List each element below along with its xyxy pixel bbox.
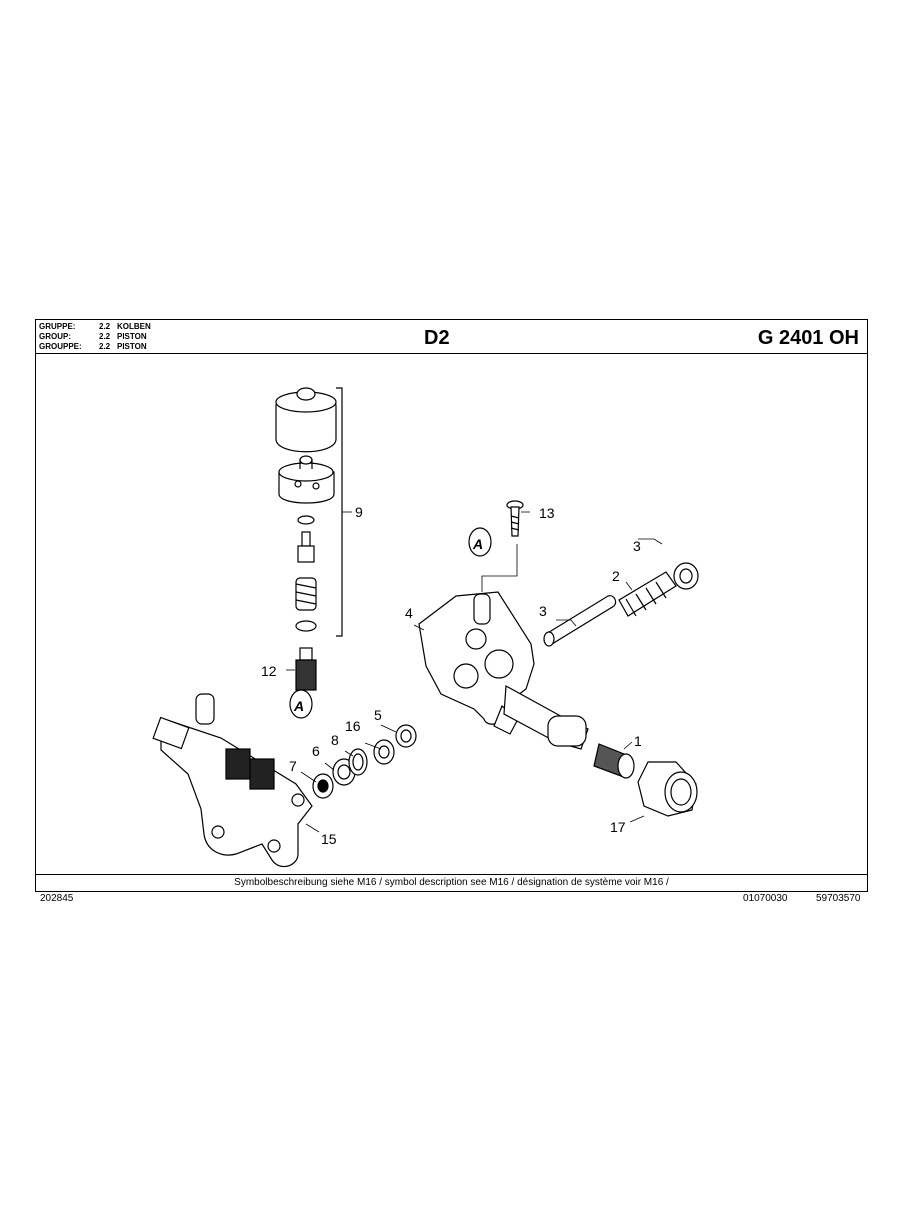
order-number: 59703570 [816,893,861,904]
document-number: 202845 [40,893,74,904]
callout-6: 6 [312,743,320,759]
callout-17: 17 [610,819,626,835]
exploded-drawing: 9 12 13 3 2 3 4 5 16 8 6 7 15 1 17 A A [36,354,867,875]
connector-part [503,685,589,750]
manifold-part [152,693,313,868]
callout-7: 7 [289,758,297,774]
group-key: GRUPPE: [39,322,76,331]
group-num: 2.2 [99,332,111,341]
retainer-part [673,562,699,590]
group-name: PISTON [117,342,147,351]
pin-part [543,595,617,647]
callout-3: 3 [539,603,547,619]
group-key: GROUP: [39,332,71,341]
marker-a-label: A [472,536,483,552]
o-ring-part [297,515,315,525]
group-name: KOLBEN [117,322,151,331]
spring-part [618,571,677,617]
section-code: D2 [424,327,450,349]
marker-a [289,689,313,719]
callout-3: 3 [633,538,641,554]
callout-8: 8 [331,732,339,748]
callout-5: 5 [374,707,382,723]
piston-cap-part [275,387,337,453]
valve-stem-part [297,531,315,563]
valve-insert-part [295,647,317,691]
callout-12: 12 [261,663,277,679]
group-info: GRUPPE: 2.2 KOLBEN GROUP: 2.2 PISTON GRO… [39,322,151,352]
group-num: 2.2 [99,342,111,351]
sheet-header: GRUPPE: 2.2 KOLBEN GROUP: 2.2 PISTON GRO… [36,320,867,354]
group-row-fr: GROUPPE: 2.2 PISTON [39,342,151,352]
screw-part [506,500,524,537]
callout-1: 1 [634,733,642,749]
model-name: G 2401 OH [757,327,859,349]
seal-part-8 [348,748,368,776]
callout-16: 16 [345,718,361,734]
group-row-de: GRUPPE: 2.2 KOLBEN [39,322,151,332]
marker-a [468,527,492,557]
seal-part-7 [312,773,334,799]
symbol-note: Symbolbeschreibung siehe M16 / symbol de… [36,874,867,891]
marker-a-label: A [293,698,304,714]
group-row-en: GROUP: 2.2 PISTON [39,332,151,342]
callout-13: 13 [539,505,555,521]
o-ring-part [295,620,317,632]
valve-spring-part [295,577,317,611]
drawing-svg: 9 12 13 3 2 3 4 5 16 8 6 7 15 1 17 A A [152,387,699,868]
group-num: 2.2 [99,322,111,331]
nut-part [637,761,698,817]
group-name: PISTON [117,332,147,341]
seal-part-16 [373,739,395,765]
callout-15: 15 [321,831,337,847]
seal-part-5 [395,724,417,748]
group-key: GROUPPE: [39,342,82,351]
parts-sheet: GRUPPE: 2.2 KOLBEN GROUP: 2.2 PISTON GRO… [35,319,868,892]
callout-2: 2 [612,568,620,584]
nipple-part [593,743,635,779]
piston-body-part [278,455,335,504]
callout-9: 9 [355,504,363,520]
callout-4: 4 [405,605,413,621]
part-reference: 01070030 [743,893,788,904]
